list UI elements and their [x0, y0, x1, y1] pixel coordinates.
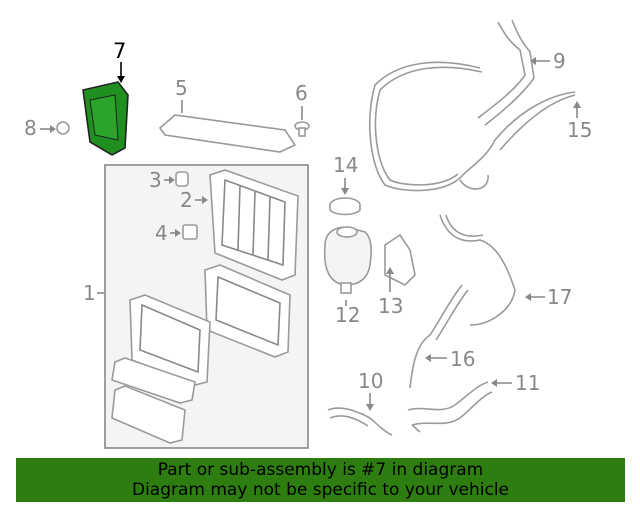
callout-16: 16	[450, 347, 475, 371]
callout-2: 2	[180, 188, 193, 212]
trans-cooler	[111, 357, 196, 444]
part-3-insulator[interactable]	[175, 171, 189, 187]
part-15-hose[interactable]	[499, 94, 576, 151]
part-9-upper-hose[interactable]	[477, 19, 535, 126]
callout-17: 17	[547, 285, 572, 309]
callout-7: 7	[113, 39, 126, 63]
part-12-coolant-reservoir[interactable]	[323, 226, 372, 294]
coolant-tube-loop	[369, 61, 576, 192]
callout-9: 9	[553, 49, 566, 73]
part-7-air-deflector[interactable]	[82, 81, 129, 156]
banner-line-1: Part or sub-assembly is #7 in diagram	[157, 460, 484, 480]
part-11-hose[interactable]	[407, 381, 493, 433]
part-4-bracket[interactable]	[182, 224, 198, 240]
banner-line-2: Diagram may not be specific to your vehi…	[131, 480, 509, 500]
part-2-radiator[interactable]	[209, 169, 299, 281]
callout-4: 4	[155, 221, 168, 245]
callout-12: 12	[335, 303, 360, 327]
callout-11: 11	[515, 371, 540, 395]
callout-15: 15	[567, 118, 592, 142]
callout-5: 5	[175, 76, 188, 100]
callout-10: 10	[358, 369, 383, 393]
part-5-upper-seal[interactable]	[158, 114, 297, 153]
info-banner: Part or sub-assembly is #7 in diagram Di…	[16, 458, 625, 502]
part-10-hose[interactable]	[327, 407, 393, 436]
part-14-pressure-cap[interactable]	[329, 197, 361, 216]
callout-14: 14	[333, 153, 358, 177]
part-17-hose[interactable]	[439, 214, 516, 326]
part-16-hose[interactable]	[409, 284, 469, 389]
callout-8: 8	[24, 116, 37, 140]
part-8-clip[interactable]	[56, 121, 70, 135]
callout-6: 6	[295, 81, 308, 105]
part-6-push-pin[interactable]	[294, 121, 310, 137]
callout-1: 1	[83, 281, 96, 305]
callout-3: 3	[149, 168, 162, 192]
callout-13: 13	[378, 294, 403, 318]
